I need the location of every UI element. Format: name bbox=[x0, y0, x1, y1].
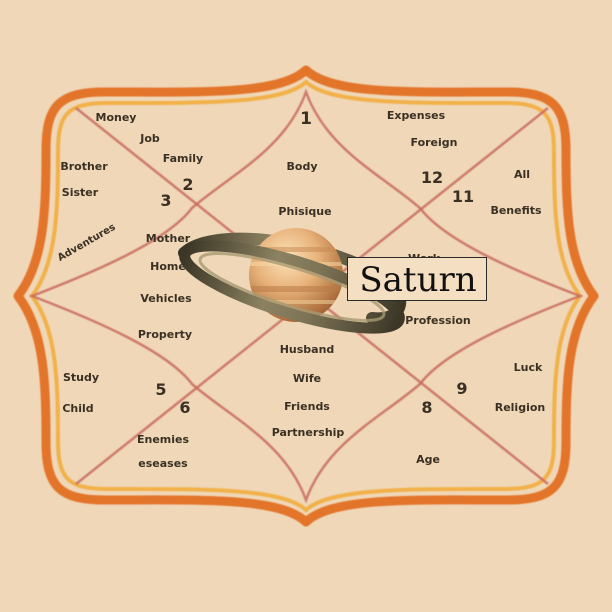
house2-label-family: Family bbox=[163, 152, 203, 165]
house-number-11: 11 bbox=[452, 187, 474, 206]
planet-name-box: Saturn bbox=[347, 257, 487, 301]
saturn-ring-inner bbox=[198, 252, 386, 322]
house12-label-foreign: Foreign bbox=[411, 136, 458, 149]
house1-label-body: Body bbox=[287, 160, 318, 173]
house9-label-luck: Luck bbox=[514, 361, 543, 374]
house11-label-benefits: Benefits bbox=[490, 204, 542, 217]
house4-label-property: Property bbox=[138, 328, 192, 341]
house1-label-phisique: Phisique bbox=[278, 205, 331, 218]
frame-inner-border bbox=[29, 79, 583, 513]
house-number-8: 8 bbox=[421, 398, 432, 417]
house6-label-eseases: eseases bbox=[138, 457, 188, 470]
house10-label-profession: Profession bbox=[405, 314, 471, 327]
inner-diamond bbox=[28, 88, 584, 504]
house4-label-vehicles: Vehicles bbox=[140, 292, 192, 305]
house9-label-religion: Religion bbox=[495, 401, 546, 414]
house11-label-all: All bbox=[514, 168, 530, 181]
house8-label-age: Age bbox=[416, 453, 440, 466]
chart-frame bbox=[13, 65, 599, 527]
house7-label-friends: Friends bbox=[284, 400, 330, 413]
house4-label-home: Home bbox=[150, 260, 186, 273]
house3-label-sister: Sister bbox=[62, 186, 99, 199]
house-number-9: 9 bbox=[456, 379, 467, 398]
house3-label-adventures: Adventures bbox=[56, 222, 118, 264]
saturn-ring-front bbox=[179, 240, 405, 334]
house5-label-child: Child bbox=[62, 402, 93, 415]
planet-name-label: Saturn bbox=[359, 260, 477, 300]
house7-label-partnership: Partnership bbox=[272, 426, 345, 439]
house7-label-husband: Husband bbox=[280, 343, 335, 356]
house2-label-job: Job bbox=[139, 132, 160, 145]
house3-label-brother: Brother bbox=[60, 160, 108, 173]
house2-label-money: Money bbox=[96, 111, 137, 124]
house7-label-wife: Wife bbox=[293, 372, 321, 385]
house5-label-study: Study bbox=[63, 371, 99, 384]
house-number-6: 6 bbox=[179, 398, 190, 417]
house-number-5: 5 bbox=[155, 380, 166, 399]
frame-outer-border bbox=[13, 65, 599, 527]
house4-label-mother: Mother bbox=[146, 232, 191, 245]
house-numbers: 1 2 3 5 6 8 9 11 12 bbox=[155, 109, 474, 417]
house-number-2: 2 bbox=[182, 175, 193, 194]
house12-label-expenses: Expenses bbox=[387, 109, 446, 122]
house-number-12: 12 bbox=[421, 168, 443, 187]
house-number-1: 1 bbox=[300, 109, 312, 129]
house6-label-enemies: Enemies bbox=[137, 433, 189, 446]
house-number-3: 3 bbox=[160, 191, 171, 210]
